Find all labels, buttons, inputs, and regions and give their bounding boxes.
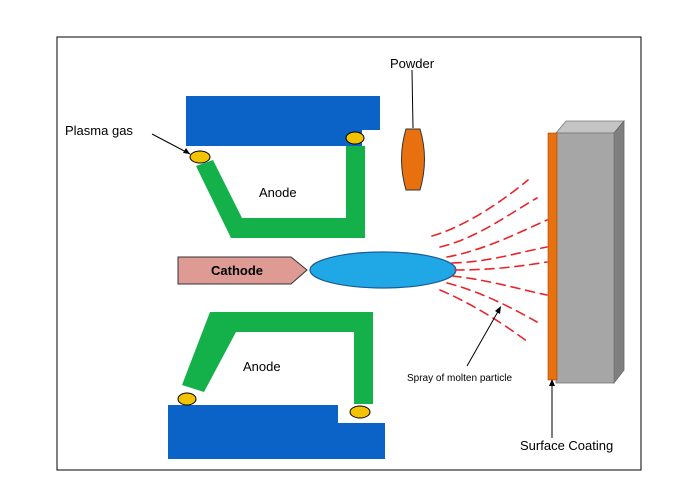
anode-top-label: Anode <box>259 185 297 200</box>
substrate-front <box>555 132 615 384</box>
plasma-gas-inlet-top-right <box>345 131 365 145</box>
plasma-gas-arrowhead <box>183 148 190 154</box>
bottom-electrode-block <box>168 405 385 459</box>
bottom-anode <box>182 312 373 404</box>
top-anode <box>196 146 365 238</box>
surface-coating <box>547 132 558 381</box>
surface-coating-label: Surface Coating <box>520 438 613 453</box>
substrate-top <box>555 120 625 134</box>
spray-stream <box>454 261 548 271</box>
spray-stream <box>446 282 538 323</box>
cathode <box>177 256 308 285</box>
molten-particle-spray <box>431 179 548 343</box>
spray-label: Spray of molten particle <box>407 373 512 384</box>
plasma-gas-inlet-bottom-left <box>177 392 197 406</box>
powder-label: Powder <box>390 56 435 71</box>
spray-stream <box>451 246 548 264</box>
top-electrode-block <box>186 96 380 146</box>
spray-stream <box>439 197 538 248</box>
spray-arrowhead <box>495 306 501 314</box>
spray-stream <box>431 179 529 237</box>
powder-feeder <box>401 128 425 191</box>
spray-pointer-line <box>466 307 501 367</box>
plasma-gas-inlet-top-left <box>189 150 211 164</box>
cathode-label: Cathode <box>211 263 263 278</box>
plasma-gas-pointer-line <box>151 133 191 155</box>
plasma-gas-inlet-bottom-right <box>349 405 371 419</box>
coating-arrowhead <box>549 379 555 386</box>
anode-bottom-label: Anode <box>243 359 281 374</box>
spray-stream <box>439 289 529 343</box>
powder-pointer-line <box>411 69 414 129</box>
spray-stream <box>451 275 548 296</box>
spray-stream <box>446 219 548 258</box>
plasma-jet <box>309 251 457 289</box>
substrate-side <box>613 119 625 385</box>
plasma-gas-label: Plasma gas <box>65 123 133 138</box>
